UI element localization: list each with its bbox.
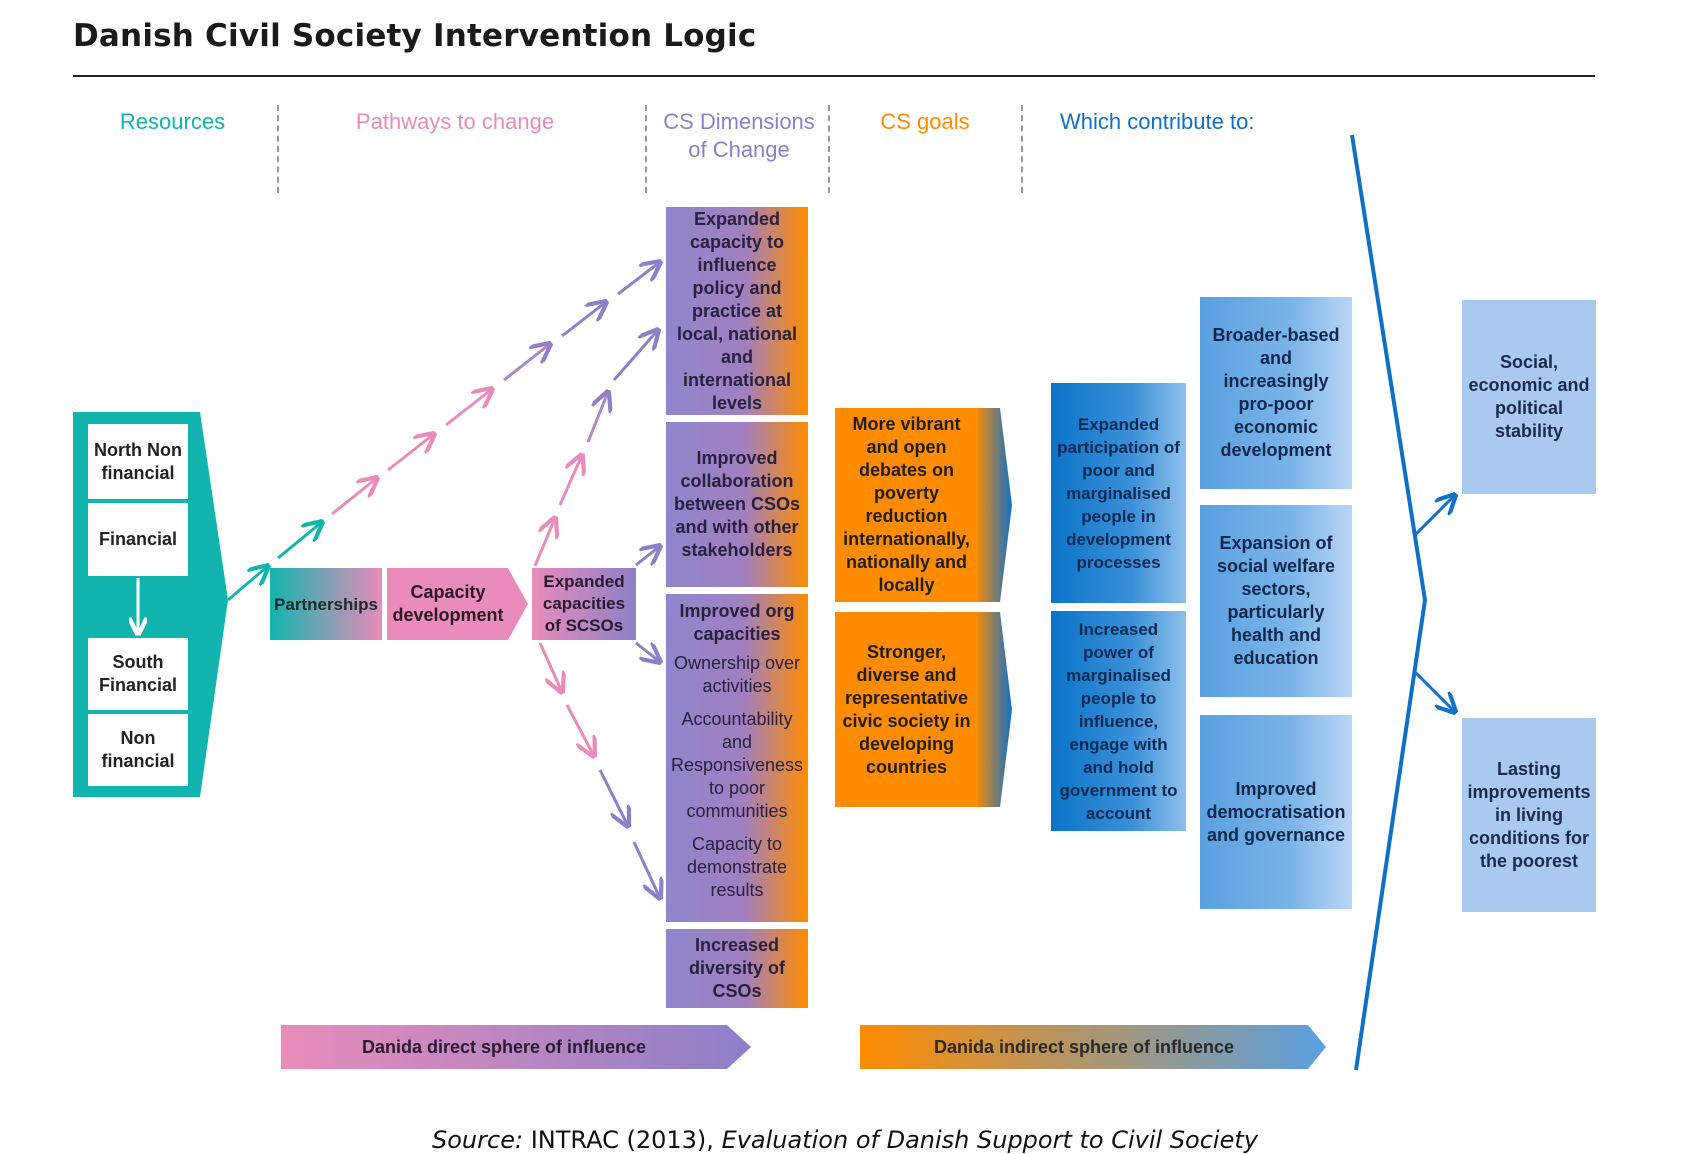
resource-non-financial: Non financial [88, 714, 188, 786]
arrow [331, 478, 377, 516]
arrow [565, 704, 594, 756]
arrow [635, 546, 660, 567]
dimension-accountability: Accountability and Responsiveness to poo… [670, 709, 804, 821]
arrow [598, 769, 628, 826]
indirect-sphere-shape [860, 1025, 1326, 1069]
resource-financial: Financial [88, 503, 188, 576]
resource-north-non-financial: North Non financial [88, 424, 188, 499]
contribute-participation: Expanded participation of poor and margi… [1051, 383, 1186, 603]
arrow [538, 642, 562, 692]
col-cs-goals: CS goals [880, 109, 970, 134]
arrow [635, 641, 660, 662]
dimension-org-capacities-group: Improved org capacities Ownership over a… [666, 594, 808, 922]
arrow [533, 518, 555, 567]
title-rule [73, 75, 1595, 77]
outcome-living-conditions: Lasting improvements in living condition… [1462, 718, 1596, 912]
resource-south-financial: South Financial [88, 638, 188, 710]
arrow [387, 434, 434, 472]
contribute-welfare: Expansion of social welfare sectors, par… [1200, 505, 1352, 697]
arrow [445, 389, 492, 427]
arrow [617, 262, 660, 296]
pathway-partnerships: Partnerships [274, 594, 378, 614]
contribute-democratisation: Improved democratisation and governance [1200, 715, 1352, 909]
goal-vibrant-debates: More vibrant and open debates on poverty… [835, 408, 978, 602]
dimension-demonstrate: Capacity to demonstrate results [686, 834, 788, 900]
col-separator [828, 105, 830, 193]
dimension-diversity: Increased diversity of CSOs [666, 929, 808, 1008]
arrow [561, 302, 606, 338]
dimension-collaboration: Improved collaboration between CSOs and … [666, 422, 808, 587]
col-cs-dimensions-line1: CS Dimensions [663, 109, 815, 134]
partnerships-shape [270, 568, 382, 640]
outcome-stability: Social, economic and political stability [1462, 300, 1596, 494]
col-separator [1021, 105, 1023, 193]
goal-chevron-top [975, 408, 1012, 602]
arrow [227, 566, 268, 602]
source-work: Evaluation of Danish Support to Civil So… [721, 1126, 1258, 1154]
source-caption: Source: INTRAC (2013), Evaluation of Dan… [0, 1126, 1690, 1154]
direct-sphere-shape [281, 1025, 751, 1069]
col-separator [277, 105, 279, 193]
page-title: Danish Civil Society Intervention Logic [73, 18, 757, 54]
arrow [612, 330, 658, 381]
arrow [558, 455, 582, 506]
direct-sphere-label: Danida direct sphere of influence [361, 1036, 647, 1057]
contribute-economic: Broader-based and increasingly pro-poor … [1200, 297, 1352, 489]
col-cs-dimensions-line2: of Change [688, 137, 790, 162]
dimension-org-capacities: Improved org capacities [679, 601, 795, 644]
expanded-capacities-shape [532, 568, 636, 640]
col-resources: Resources [119, 109, 226, 134]
pathway-expanded-capacities: Expanded capacities of SCSOs [542, 572, 626, 635]
col-separator [645, 105, 647, 193]
dimension-ownership: Ownership over activities [673, 653, 801, 696]
contribute-chevron [1350, 134, 1428, 1071]
goal-chevron-bottom [975, 612, 1012, 807]
arrow [1413, 670, 1455, 712]
pathway-capacity-development: Capacity development [392, 582, 504, 625]
col-contribute: Which contribute to: [1060, 109, 1255, 134]
contribute-power: Increased power of marginalised people t… [1051, 611, 1186, 831]
col-pathways: Pathways to change [355, 109, 555, 134]
capacity-dev-shape [387, 568, 528, 640]
arrow [503, 344, 550, 382]
source-org: INTRAC (2013), [530, 1126, 714, 1154]
goal-stronger-civic-society: Stronger, diverse and representative civ… [835, 612, 978, 807]
arrow [632, 841, 660, 898]
source-label: Source: [432, 1126, 524, 1154]
dimension-policy: Expanded capacity to influence policy an… [666, 207, 808, 415]
arrow [1413, 495, 1455, 537]
arrow [277, 522, 322, 560]
indirect-sphere-label: Danida indirect sphere of influence [933, 1036, 1235, 1057]
arrow [586, 392, 608, 443]
col-cs-dimensions: CS Dimensions of Change [655, 108, 823, 164]
